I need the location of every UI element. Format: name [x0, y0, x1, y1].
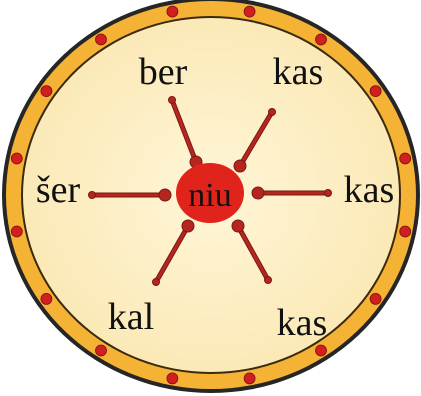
- rim-dot: [167, 373, 178, 384]
- rim-dot: [400, 226, 411, 237]
- rim-dot: [96, 345, 107, 356]
- spoke-label-left: šer: [36, 169, 81, 211]
- spoke-label-down-left: kal: [108, 296, 154, 338]
- rim-dot: [370, 293, 381, 304]
- rim-dot: [370, 86, 381, 97]
- rim-dot: [316, 34, 327, 45]
- rim-dot: [244, 373, 255, 384]
- rim-dot: [244, 6, 255, 17]
- spoke-label-up-left: ber: [139, 51, 188, 93]
- rim-dot: [11, 226, 22, 237]
- rim-dot: [167, 6, 178, 17]
- rim-dot: [400, 153, 411, 164]
- rim-dot: [41, 86, 52, 97]
- rim-dot: [96, 34, 107, 45]
- spoke-label-down-right: kas: [277, 302, 328, 344]
- rim-dot: [41, 293, 52, 304]
- rim-dot: [316, 345, 327, 356]
- center-label: niu: [188, 177, 231, 214]
- rim-dot: [11, 153, 22, 164]
- spoke-label-right: kas: [344, 169, 395, 211]
- spoke-label-up-right: kas: [273, 51, 324, 93]
